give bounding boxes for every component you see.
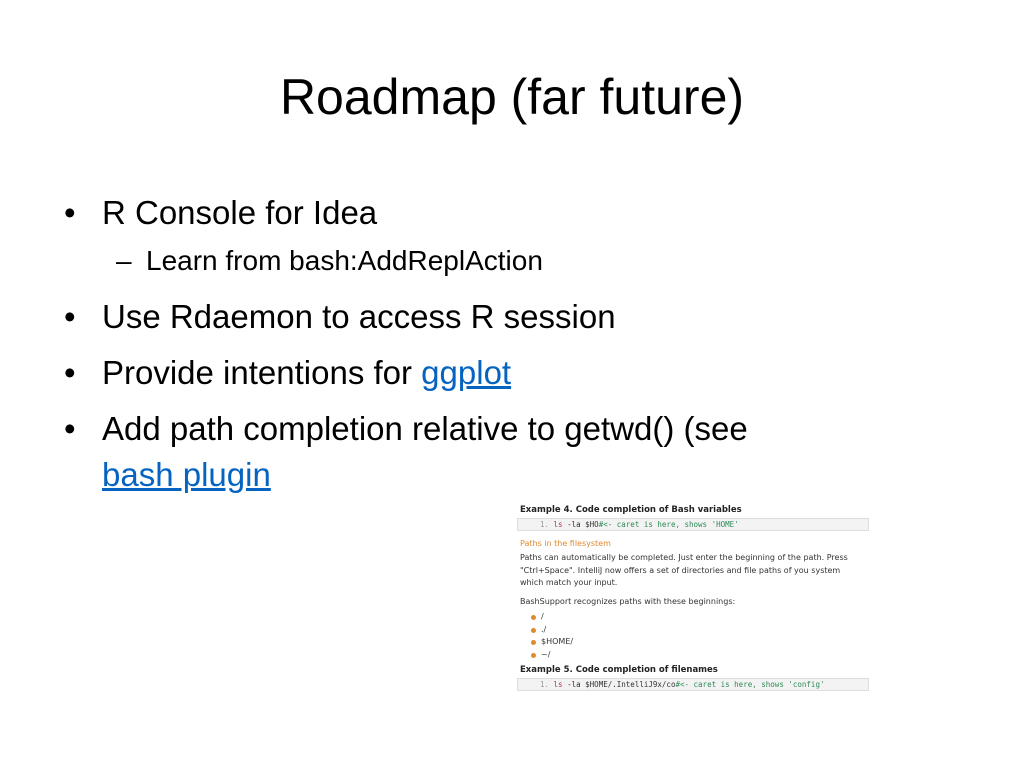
code-example-1: 1. ls -la $HO#<- caret is here, shows 'H… [517, 518, 869, 531]
ggplot-link[interactable]: ggplot [421, 354, 512, 391]
code-comment: #<- caret is here, shows 'HOME' [598, 520, 739, 529]
bullet-icon: • [64, 298, 76, 335]
bullet-text: Add path completion relative to getwd() … [102, 410, 748, 447]
bullet-icon: • [64, 354, 76, 391]
bullet-icon: • [64, 194, 76, 231]
example5-title: Example 5. Code completion of filenames [520, 665, 718, 675]
sub-bullet-item: – Learn from bash:AddReplAction [60, 242, 980, 280]
paragraph: Paths can automatically be completed. Ju… [520, 553, 848, 587]
bullet-item: • Use Rdaemon to access R session [60, 294, 980, 340]
line-number: 1. [540, 680, 550, 689]
slide-title: Roadmap (far future) [279, 69, 745, 125]
code-comment: #<- caret is here, shows 'config' [675, 680, 825, 689]
path-item: $HOME/ [531, 636, 869, 649]
bullet-list: • R Console for Idea – Learn from bash:A… [60, 190, 980, 508]
section-title: Paths in the filesystem [520, 539, 611, 548]
path-item: ./ [531, 624, 869, 637]
bullet-icon: • [64, 410, 76, 447]
sub-bullet-text: Learn from bash:AddReplAction [146, 245, 543, 276]
bash-plugin-screenshot: Example 4. Code completion of Bash varia… [517, 505, 869, 691]
bullet-text: Use Rdaemon to access R session [102, 298, 616, 335]
paragraph: BashSupport recognizes paths with these … [520, 596, 736, 606]
bullet-item: • R Console for Idea [60, 190, 980, 236]
bullet-text: Provide intentions for [102, 354, 422, 391]
path-item: / [531, 611, 869, 624]
path-list: / ./ $HOME/ ~/ [531, 611, 869, 661]
bullet-item: • Provide intentions for ggplot [60, 350, 980, 396]
bullet-item: • Add path completion relative to getwd(… [60, 406, 980, 498]
code-args: -la $HO [567, 520, 599, 529]
bash-plugin-link[interactable]: bash plugin [102, 456, 271, 493]
example4-title: Example 4. Code completion of Bash varia… [520, 505, 742, 515]
code-args: -la $HOME/.IntelliJ9x/co [567, 680, 676, 689]
line-number: 1. [540, 520, 550, 529]
code-command: ls [553, 680, 563, 689]
sub-bullet-icon: – [116, 245, 132, 276]
bullet-text: R Console for Idea [102, 194, 378, 231]
code-command: ls [553, 520, 563, 529]
code-example-2: 1. ls -la $HOME/.IntelliJ9x/co#<- caret … [517, 678, 869, 691]
path-item: ~/ [531, 649, 869, 662]
